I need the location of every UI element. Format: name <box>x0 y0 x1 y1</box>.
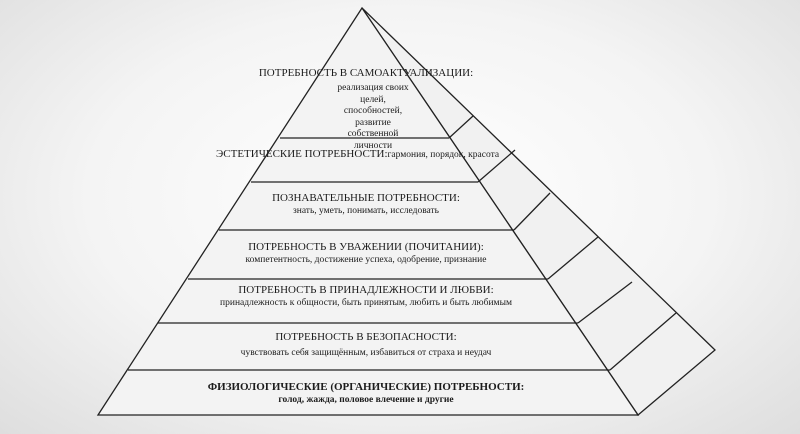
side-divider-4 <box>547 236 599 280</box>
level-description: чувствовать себя защищённым, избавиться … <box>240 348 492 358</box>
level-safety: ПОТРЕБНОСТЬ В БЕЗОПАСНОСТИ: чувствовать … <box>186 331 546 360</box>
level-description: знать, уметь, понимать, исследовать <box>292 206 440 216</box>
level-title: ЭСТЕТИЧЕСКИЕ ПОТРЕБНОСТИ: <box>216 148 388 160</box>
side-divider-3 <box>513 192 551 231</box>
side-divider-5 <box>577 281 633 324</box>
level-description: голод, жажда, половое влечение и другие <box>278 395 454 405</box>
level-description: компетентность, достижение успеха, одобр… <box>245 255 487 265</box>
side-divider-2 <box>477 149 516 183</box>
level-title: ПОТРЕБНОСТЬ В ПРИНАДЛЕЖНОСТИ И ЛЮБВИ: <box>238 284 494 296</box>
level-title: ПОТРЕБНОСТЬ В УВАЖЕНИИ (ПОЧИТАНИИ): <box>248 241 484 253</box>
level-self-actualization: ПОТРЕБНОСТЬ В САМОАКТУАЛИЗАЦИИ: реализац… <box>256 67 476 152</box>
level-title: ПОТРЕБНОСТЬ В БЕЗОПАСНОСТИ: <box>275 331 457 343</box>
level-belonging-love: ПОТРЕБНОСТЬ В ПРИНАДЛЕЖНОСТИ И ЛЮБВИ: пр… <box>186 284 546 310</box>
level-description: принадлежность к общности, быть принятым… <box>220 298 512 308</box>
level-physiological: ФИЗИОЛОГИЧЕСКИЕ (ОРГАНИЧЕСКИЕ) ПОТРЕБНОС… <box>166 381 566 407</box>
side-divider-6 <box>609 312 677 371</box>
level-aesthetic: ЭСТЕТИЧЕСКИЕ ПОТРЕБНОСТИ:гармония, поряд… <box>216 148 516 162</box>
side-divider-1 <box>448 115 474 139</box>
pyramid-front-face <box>96 6 640 416</box>
level-title: ФИЗИОЛОГИЧЕСКИЕ (ОРГАНИЧЕСКИЕ) ПОТРЕБНОС… <box>207 381 525 393</box>
level-esteem: ПОТРЕБНОСТЬ В УВАЖЕНИИ (ПОЧИТАНИИ): комп… <box>206 241 526 267</box>
level-description: реализация своих целей, способностей, ра… <box>337 83 409 151</box>
level-title: ПОТРЕБНОСТЬ В САМОАКТУАЛИЗАЦИИ: <box>258 67 474 79</box>
level-cognitive: ПОЗНАВАТЕЛЬНЫЕ ПОТРЕБНОСТИ: знать, уметь… <box>236 192 496 218</box>
level-description: гармония, порядок, красота <box>387 150 500 160</box>
level-title: ПОЗНАВАТЕЛЬНЫЕ ПОТРЕБНОСТИ: <box>272 192 460 204</box>
